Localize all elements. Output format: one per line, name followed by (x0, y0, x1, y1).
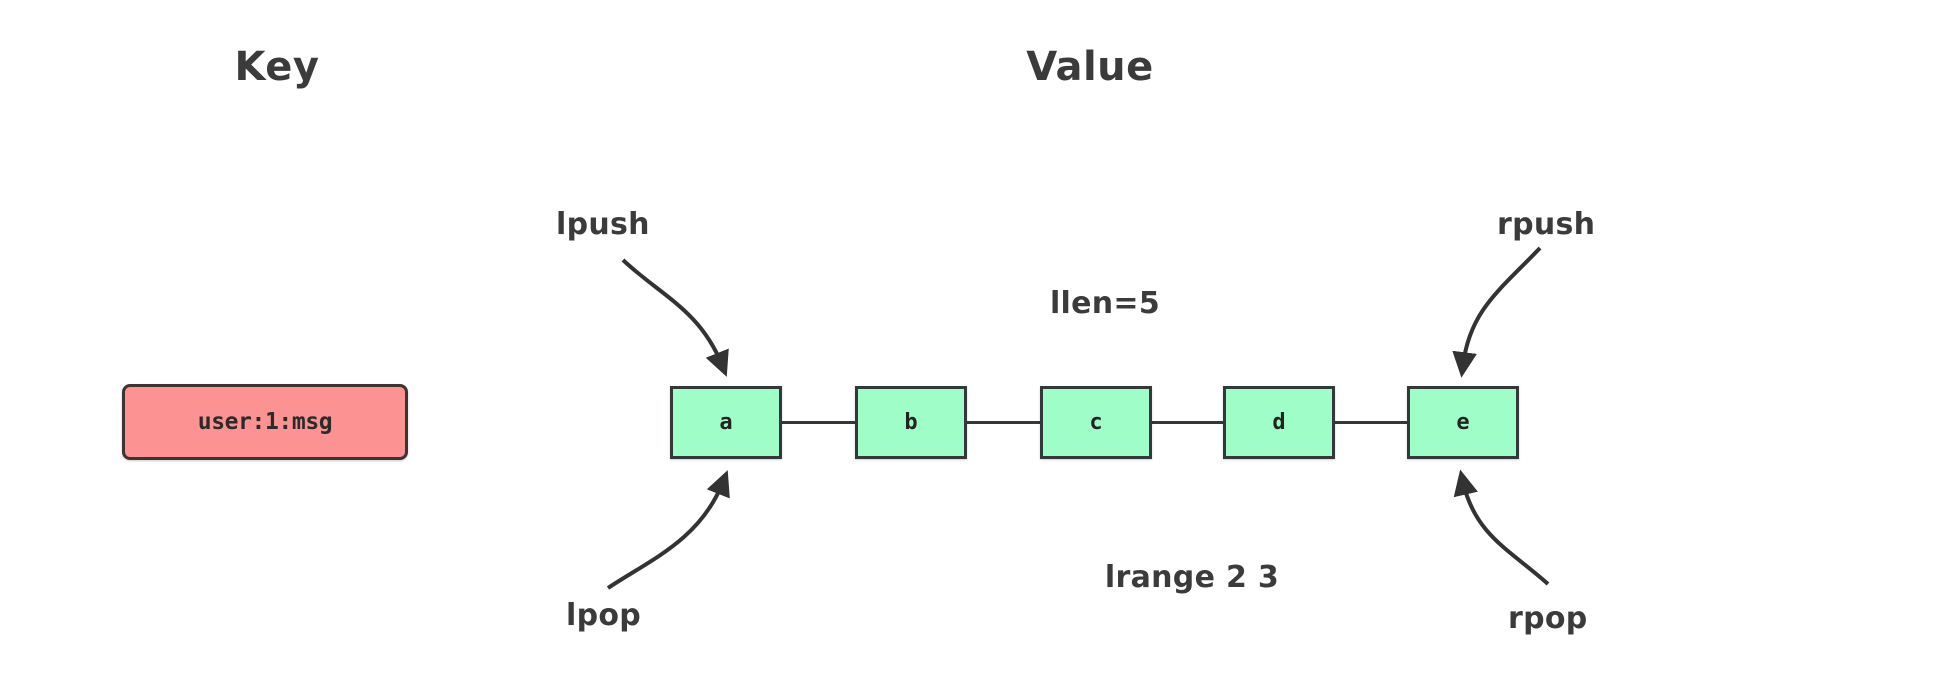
list-node-label: e (1456, 410, 1470, 435)
rpop-arrow (1453, 469, 1550, 586)
key-box: user:1:msg (122, 384, 408, 460)
rpop-label: rpop (1508, 601, 1588, 636)
lpush-arrow (621, 258, 729, 377)
list-node-label: a (719, 410, 733, 435)
link-c-d (1152, 421, 1223, 424)
column-title-value: Value (1026, 44, 1154, 90)
list-node-label: c (1089, 410, 1103, 435)
list-node-a: a (670, 386, 782, 459)
link-b-c (967, 421, 1040, 424)
lrange-label: lrange 2 3 (1104, 560, 1280, 595)
list-node-b: b (855, 386, 967, 459)
key-box-label: user:1:msg (197, 409, 333, 435)
rpush-label: rpush (1497, 207, 1596, 242)
list-node-d: d (1223, 386, 1335, 459)
llen-label: llen=5 (1049, 286, 1161, 321)
link-d-e (1335, 421, 1407, 424)
link-a-b (782, 421, 855, 424)
list-node-e: e (1407, 386, 1519, 459)
lpop-label: lpop (566, 598, 642, 633)
lpop-arrow (606, 470, 730, 590)
column-title-key: Key (234, 44, 320, 90)
list-node-label: d (1272, 410, 1286, 435)
list-node-c: c (1040, 386, 1152, 459)
list-node-label: b (904, 410, 918, 435)
rpush-arrow (1452, 246, 1542, 378)
lpush-label: lpush (556, 207, 650, 242)
